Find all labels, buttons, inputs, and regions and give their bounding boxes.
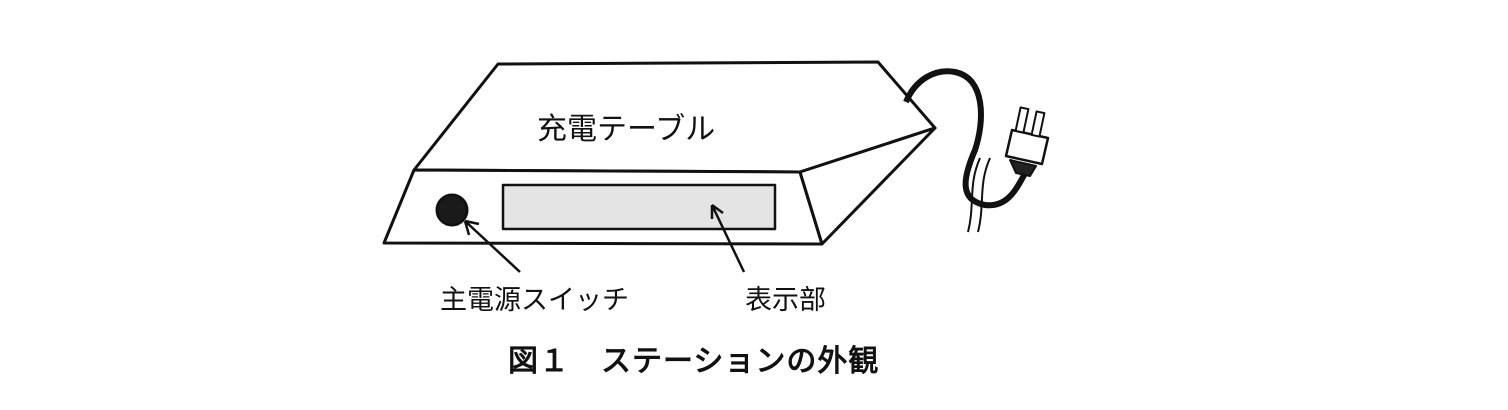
table-top-label: 充電テーブル: [537, 112, 716, 147]
display-arrow: [710, 203, 746, 273]
display-panel: [501, 183, 777, 231]
display-label: 表示部: [745, 285, 826, 316]
switch-arrow: [463, 219, 521, 273]
main-power-switch-label: 主電源スイッチ: [440, 285, 629, 316]
power-cord: [903, 68, 1031, 209]
plug-icon: [1004, 106, 1050, 177]
figure-caption: 図１ ステーションの外観: [508, 344, 880, 379]
main-power-switch: [435, 193, 469, 227]
cord-break-lines: [967, 157, 991, 233]
table-side-face: [798, 126, 937, 246]
